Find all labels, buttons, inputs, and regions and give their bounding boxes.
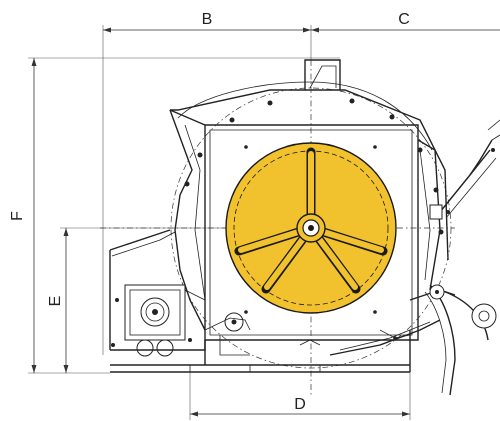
machine-housing [100, 59, 455, 395]
dimension-f: F [9, 57, 340, 374]
base-frame [110, 330, 411, 373]
guide-arm [329, 119, 500, 396]
dimension-d-label: D [294, 396, 306, 413]
dimension-c: C [311, 11, 500, 33]
dimension-b: B [102, 11, 312, 355]
dimension-f-label: F [9, 211, 26, 221]
dimension-c-label: C [398, 11, 410, 28]
drive-motor [109, 229, 206, 357]
dimension-d: D [189, 340, 411, 420]
tension-roller [204, 312, 251, 356]
drum-reel [225, 142, 397, 314]
dimension-b-label: B [202, 11, 213, 28]
dimension-e-label: E [47, 296, 64, 307]
